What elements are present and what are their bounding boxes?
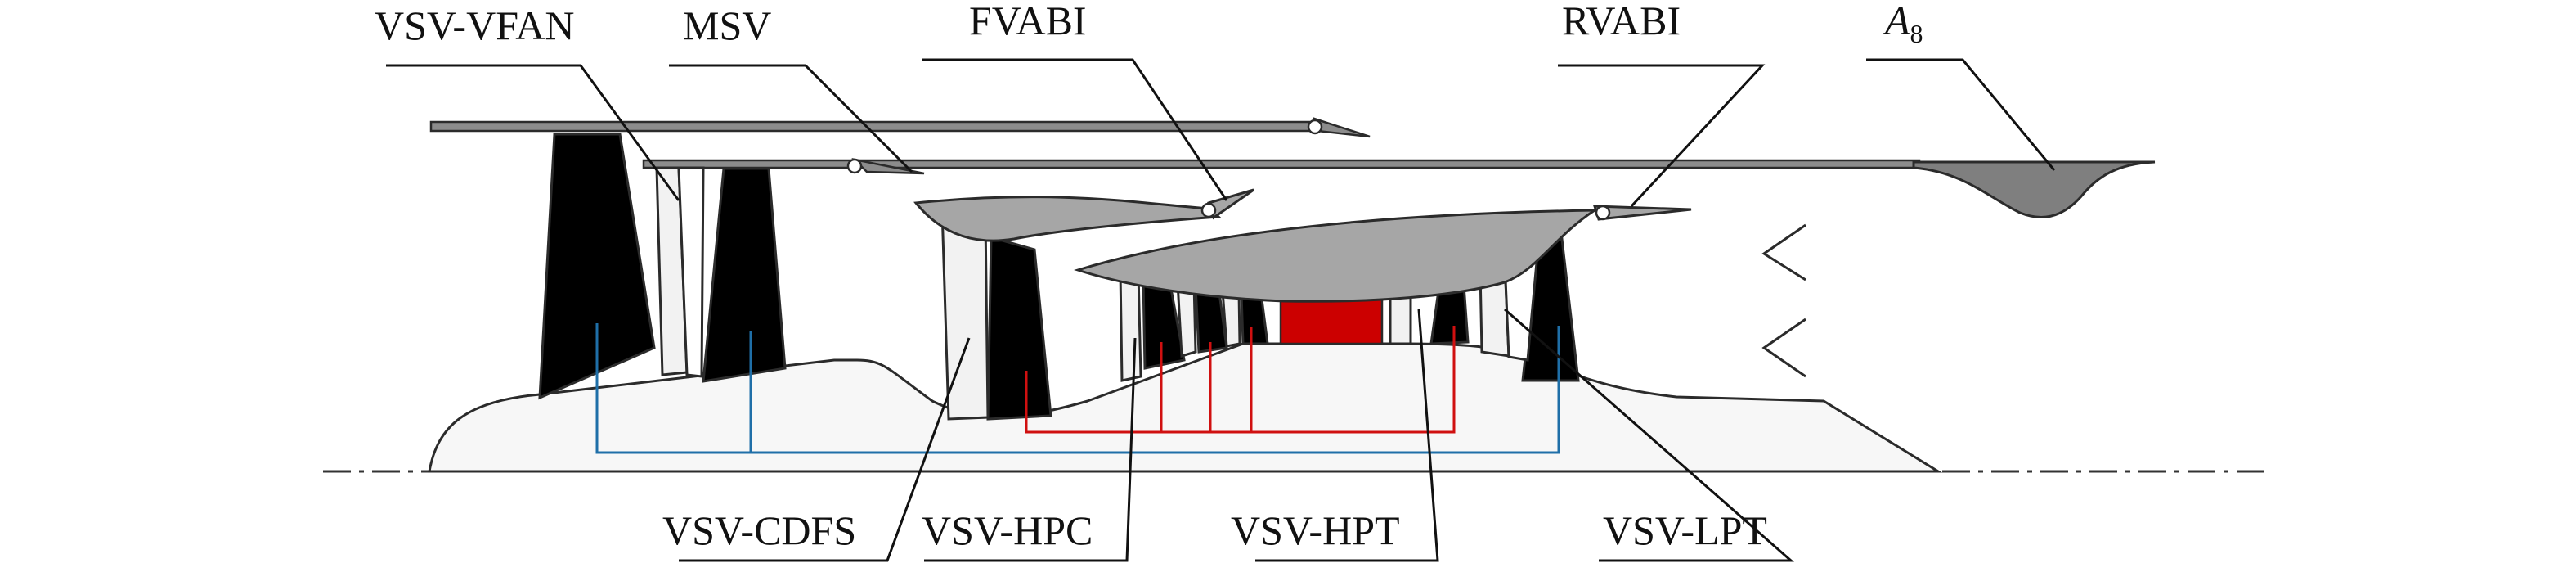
label-vsv-lpt: VSV-LPT [1603, 507, 1767, 553]
high-spool-shaft [1025, 326, 1456, 434]
low-spool-shaft [595, 323, 1560, 454]
rvabi-pivot [1595, 205, 1611, 221]
leader-vsv-cdfs [679, 337, 971, 562]
label-vsv-cdfs: VSV-CDFS [662, 507, 856, 553]
inner-duct [642, 157, 1921, 175]
core-cowl-rvabi [1073, 209, 1600, 303]
label-a8: A8 [1883, 0, 1923, 48]
fan-rotor-blade-2 [702, 167, 787, 383]
leader-vsv-hpt [1255, 309, 1439, 562]
fvabi-pivot [1200, 202, 1217, 218]
core-rotor-blade-1 [986, 236, 1052, 421]
leader-vsv-vfan [386, 64, 680, 201]
label-rvabi: RVABI [1562, 0, 1681, 43]
label-a8-main: A [1883, 0, 1910, 43]
leader-fvabi [922, 58, 1228, 201]
label-msv: MSV [683, 2, 771, 48]
label-fvabi: FVABI [969, 0, 1087, 43]
fvabi-splitter [913, 196, 1222, 242]
label-vsv-hpt: VSV-HPT [1231, 507, 1400, 553]
leader-rvabi [1558, 64, 1766, 208]
fan-stator-vane-2 [677, 166, 705, 378]
turbine-stages [1389, 237, 1580, 382]
label-vsv-vfan: VSV-VFAN [375, 2, 575, 48]
leader-a8 [1866, 58, 2056, 171]
flameholder-lower [1761, 318, 1806, 378]
fan-rotor-blade-1 [538, 133, 656, 400]
leader-vsv-hpc [924, 337, 1137, 562]
leader-vsv-lpt [1504, 308, 1794, 562]
leader-msv [669, 64, 913, 173]
label-a8-subscript: 8 [1910, 19, 1923, 48]
nozzle-a8 [1912, 160, 2156, 218]
label-vsv-hpc: VSV-HPC [922, 507, 1093, 553]
flameholder-upper [1761, 223, 1806, 282]
